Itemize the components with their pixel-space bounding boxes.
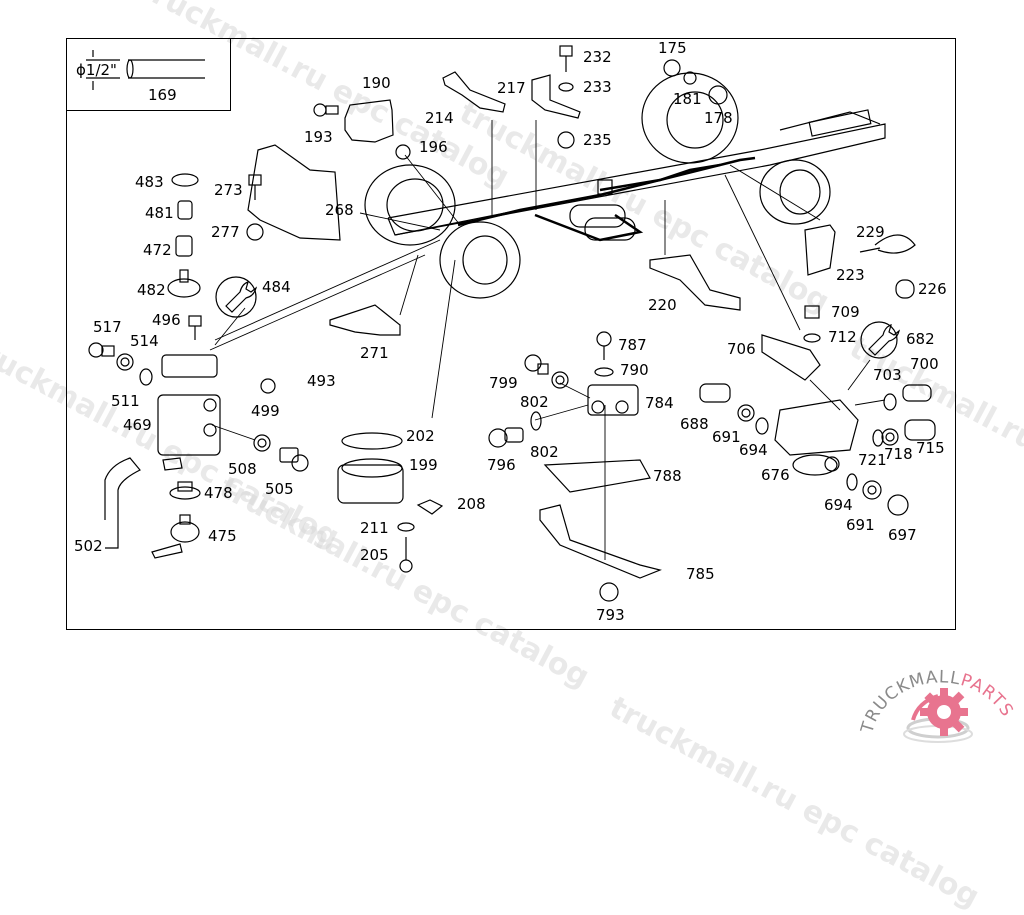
part-label[interactable]: 205 xyxy=(360,546,389,564)
diagram-frame xyxy=(66,38,956,630)
part-label[interactable]: 273 xyxy=(214,181,243,199)
part-label[interactable]: 715 xyxy=(916,439,945,457)
part-label[interactable]: 799 xyxy=(489,374,518,392)
part-label[interactable]: 208 xyxy=(457,495,486,513)
part-label[interactable]: 691 xyxy=(712,428,741,446)
part-label[interactable]: 496 xyxy=(152,311,181,329)
part-label[interactable]: 517 xyxy=(93,318,122,336)
part-label[interactable]: 475 xyxy=(208,527,237,545)
part-label[interactable]: 691 xyxy=(846,516,875,534)
part-label[interactable]: 233 xyxy=(583,78,612,96)
gear-logo-icon: TRUCKMALLPARTS xyxy=(857,667,1016,743)
valve-icon xyxy=(157,354,859,476)
part-label[interactable]: 469 xyxy=(123,416,152,434)
inset-dimension: ϕ1/2" xyxy=(76,61,117,79)
wheel-icon xyxy=(364,72,831,299)
part-label[interactable]: 505 xyxy=(265,480,294,498)
part-label[interactable]: 199 xyxy=(409,456,438,474)
part-label[interactable]: 484 xyxy=(262,278,291,296)
part-label[interactable]: 688 xyxy=(680,415,709,433)
chassis-frame-icon xyxy=(387,109,886,236)
part-label[interactable]: 202 xyxy=(406,427,435,445)
part-label[interactable]: 175 xyxy=(658,39,687,57)
part-label[interactable]: 217 xyxy=(497,79,526,97)
part-label[interactable]: 169 xyxy=(148,86,177,104)
part-label[interactable]: 190 xyxy=(362,74,391,92)
part-label[interactable]: 709 xyxy=(831,303,860,321)
pipe-icon xyxy=(86,50,205,90)
part-label[interactable]: 483 xyxy=(135,173,164,191)
part-label[interactable]: 712 xyxy=(828,328,857,346)
part-label[interactable]: 697 xyxy=(888,526,917,544)
part-label[interactable]: 802 xyxy=(520,393,549,411)
bracket-icon xyxy=(247,71,836,579)
part-label[interactable]: 790 xyxy=(620,361,649,379)
part-label[interactable]: 706 xyxy=(727,340,756,358)
part-label[interactable]: 229 xyxy=(856,223,885,241)
part-label[interactable]: 682 xyxy=(906,330,935,348)
part-label[interactable]: 502 xyxy=(74,537,103,555)
part-label[interactable]: 694 xyxy=(739,441,768,459)
part-label[interactable]: 694 xyxy=(824,496,853,514)
part-label[interactable]: 718 xyxy=(884,445,913,463)
part-label[interactable]: 271 xyxy=(360,344,389,362)
air-tank-icon xyxy=(569,179,636,241)
part-label[interactable]: 193 xyxy=(304,128,333,146)
fastener-icon xyxy=(88,45,936,602)
part-label[interactable]: 700 xyxy=(910,355,939,373)
air-line-icon xyxy=(457,156,756,242)
part-label[interactable]: 784 xyxy=(645,394,674,412)
part-label[interactable]: 788 xyxy=(653,467,682,485)
part-label[interactable]: 211 xyxy=(360,519,389,537)
part-label[interactable]: 721 xyxy=(858,451,887,469)
part-label[interactable]: 268 xyxy=(325,201,354,219)
part-label[interactable]: 511 xyxy=(111,392,140,410)
part-label[interactable]: 478 xyxy=(204,484,233,502)
part-label[interactable]: 676 xyxy=(761,466,790,484)
part-label[interactable]: 703 xyxy=(873,366,902,384)
leader-lines xyxy=(209,120,886,560)
part-label[interactable]: 232 xyxy=(583,48,612,66)
part-label[interactable]: 181 xyxy=(673,90,702,108)
part-label[interactable]: 785 xyxy=(686,565,715,583)
truckmallparts-logo: TRUCKMALLPARTS xyxy=(857,650,1024,750)
part-label[interactable]: 235 xyxy=(583,131,612,149)
part-label[interactable]: 493 xyxy=(307,372,336,390)
inset-box xyxy=(66,38,231,111)
part-label[interactable]: 472 xyxy=(143,241,172,259)
part-label[interactable]: 802 xyxy=(530,443,559,461)
part-label[interactable]: 499 xyxy=(251,402,280,420)
part-label[interactable]: 223 xyxy=(836,266,865,284)
part-label[interactable]: 481 xyxy=(145,204,174,222)
part-label[interactable]: 178 xyxy=(704,109,733,127)
part-label[interactable]: 220 xyxy=(648,296,677,314)
parts-illustration xyxy=(86,45,936,602)
part-label[interactable]: 508 xyxy=(228,460,257,478)
part-label[interactable]: 214 xyxy=(425,109,454,127)
part-label[interactable]: 482 xyxy=(137,281,166,299)
wrench-icon xyxy=(215,276,901,359)
part-label[interactable]: 787 xyxy=(618,336,647,354)
part-label[interactable]: 277 xyxy=(211,223,240,241)
part-label[interactable]: 226 xyxy=(918,280,947,298)
part-label[interactable]: 793 xyxy=(596,606,625,624)
part-label[interactable]: 796 xyxy=(487,456,516,474)
part-label[interactable]: 196 xyxy=(419,138,448,156)
part-label[interactable]: 514 xyxy=(130,332,159,350)
